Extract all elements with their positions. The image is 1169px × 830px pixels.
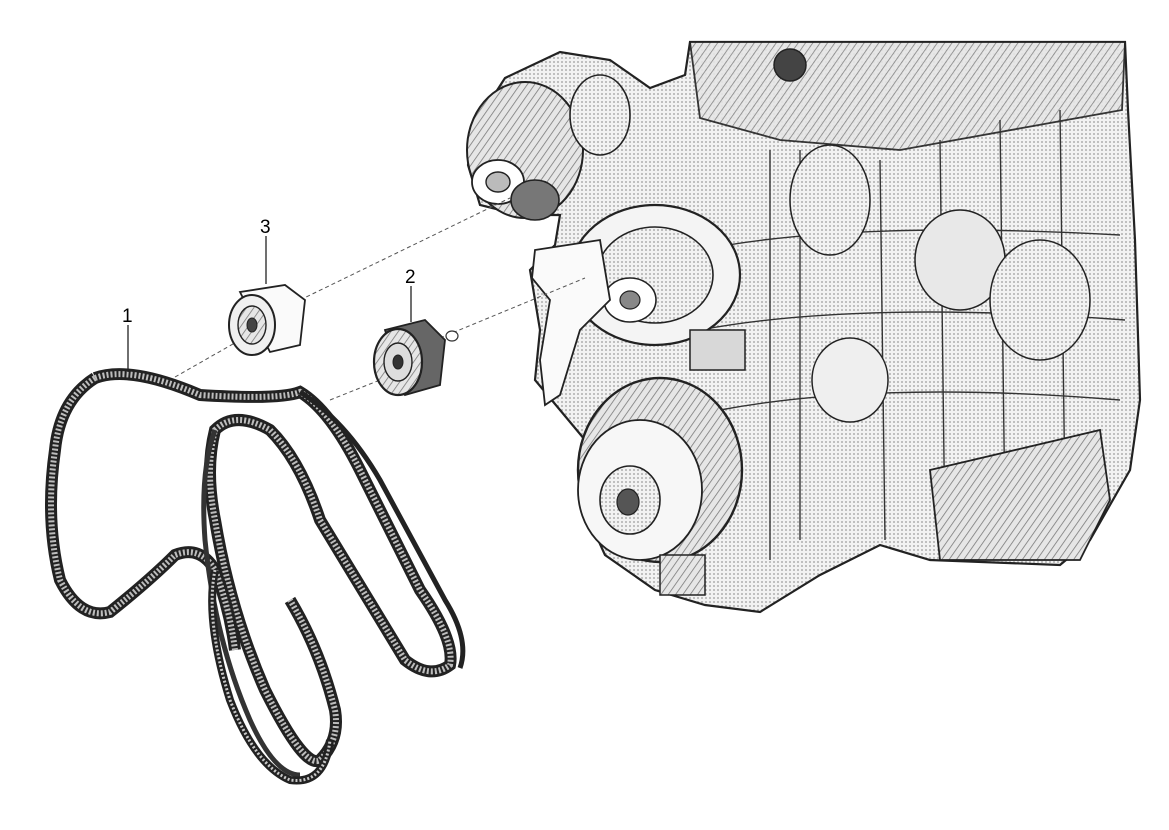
- callout-2-label: 2: [405, 267, 416, 288]
- top-cap: [773, 48, 807, 82]
- tensioner-bracket: [531, 238, 611, 407]
- oil-pan: [929, 428, 1111, 561]
- callout-1: 1: [122, 306, 133, 372]
- idler-pulley-smooth: [228, 284, 306, 356]
- fan-pulley: [568, 203, 742, 347]
- crankshaft-damper: [576, 376, 744, 564]
- callout-3-label: 3: [260, 217, 271, 238]
- callout-1-label: 1: [122, 306, 133, 327]
- assembly-axis-lines: [174, 197, 586, 401]
- idler-pulley-toothed: [372, 319, 459, 397]
- callout-3: 3: [260, 217, 271, 284]
- alternator: [466, 74, 631, 221]
- engine-block: [466, 40, 1142, 614]
- callout-2: 2: [405, 267, 416, 322]
- engine-side-details: [659, 144, 1091, 596]
- poly-v-belt: [45, 368, 466, 785]
